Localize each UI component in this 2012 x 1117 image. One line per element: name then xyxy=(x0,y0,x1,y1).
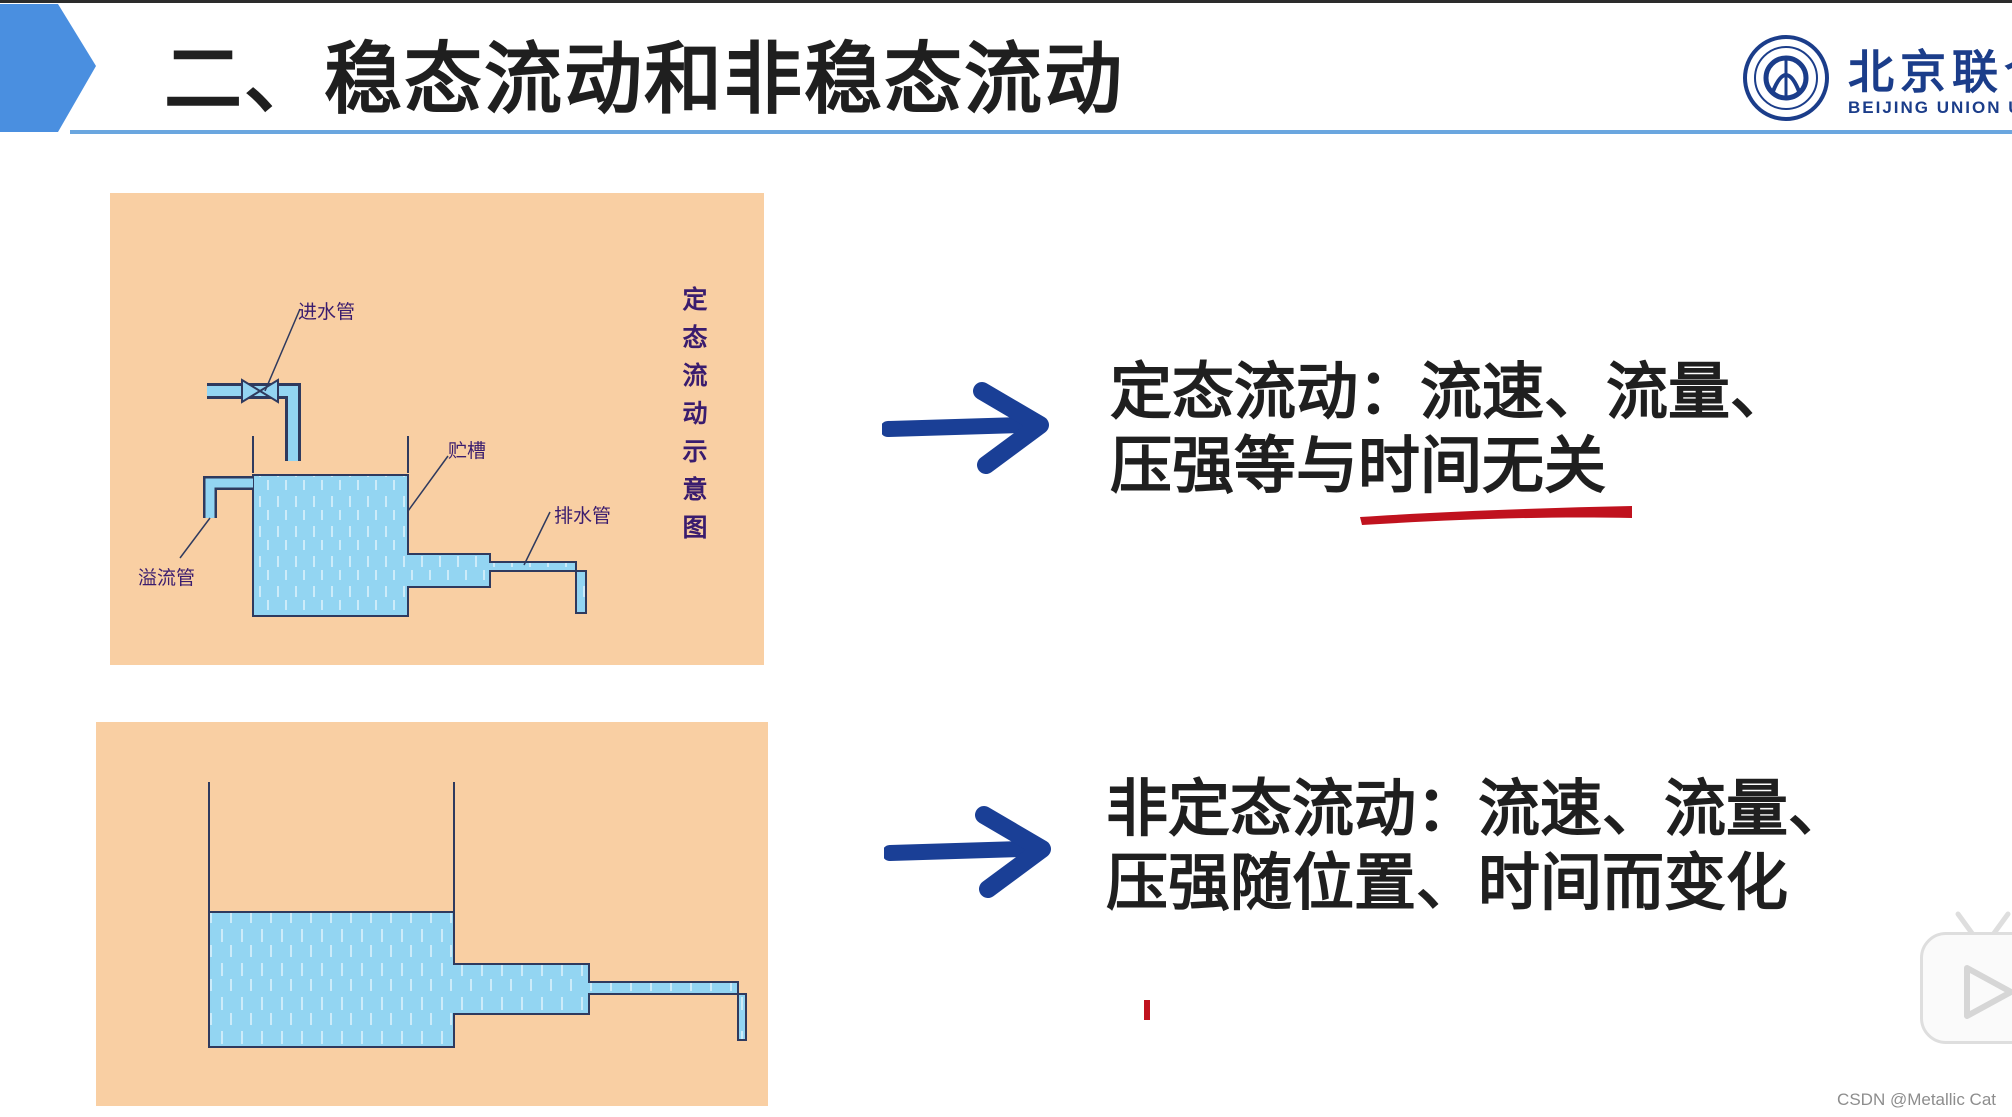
diagram-vertical-caption: 定 态 流 动 示 意 图 xyxy=(682,285,708,542)
right-arrow-icon xyxy=(882,382,1049,474)
slide-title: 二、稳态流动和非稳态流动 xyxy=(164,35,1125,125)
csdn-watermark: CSDN @Metallic Cat xyxy=(1837,1090,1996,1109)
unsteady-flow-line-2: 压强随位置、时间而变化 xyxy=(1106,846,1789,919)
red-underline-annotation xyxy=(1360,506,1632,525)
unsteady-flow-line-1: 非定态流动：流速、流量、 xyxy=(1106,772,1851,845)
steady-flow-diagram: 进水管 贮槽 排水管 溢流管 定 态 流 动 示 意 图 xyxy=(110,193,764,665)
label-outlet-pipe: 排水管 xyxy=(554,505,612,527)
label-overflow-pipe: 溢流管 xyxy=(138,567,196,589)
label-storage-tank: 贮槽 xyxy=(448,440,487,462)
logo-wordmark-cn: 北京联合 xyxy=(1848,45,2012,99)
red-pen-mark xyxy=(1144,1000,1150,1020)
video-play-button[interactable] xyxy=(1920,932,2012,1044)
title-chevron-icon xyxy=(0,4,96,132)
logo-wordmark-en: BEIJING UNION UN xyxy=(1848,98,2012,117)
university-emblem-icon xyxy=(1743,35,1829,121)
slide-top-border xyxy=(0,0,2012,3)
unsteady-flow-diagram xyxy=(96,722,768,1106)
steady-flow-line-2: 压强等与时间无关 xyxy=(1110,429,1607,502)
title-divider xyxy=(70,130,2012,134)
steady-flow-definition: 定态流动：流速、流量、 压强等与时间无关 xyxy=(1110,355,1792,503)
label-inlet-pipe: 进水管 xyxy=(298,301,356,323)
unsteady-flow-definition: 非定态流动：流速、流量、 压强随位置、时间而变化 xyxy=(1106,772,1850,920)
steady-flow-line-1: 定态流动：流速、流量、 xyxy=(1110,355,1793,428)
play-icon xyxy=(1964,965,2012,1019)
unsteady-flow-tank-illustration xyxy=(208,782,747,1048)
right-arrow-icon xyxy=(884,806,1051,898)
steady-flow-tank-illustration xyxy=(179,308,587,617)
